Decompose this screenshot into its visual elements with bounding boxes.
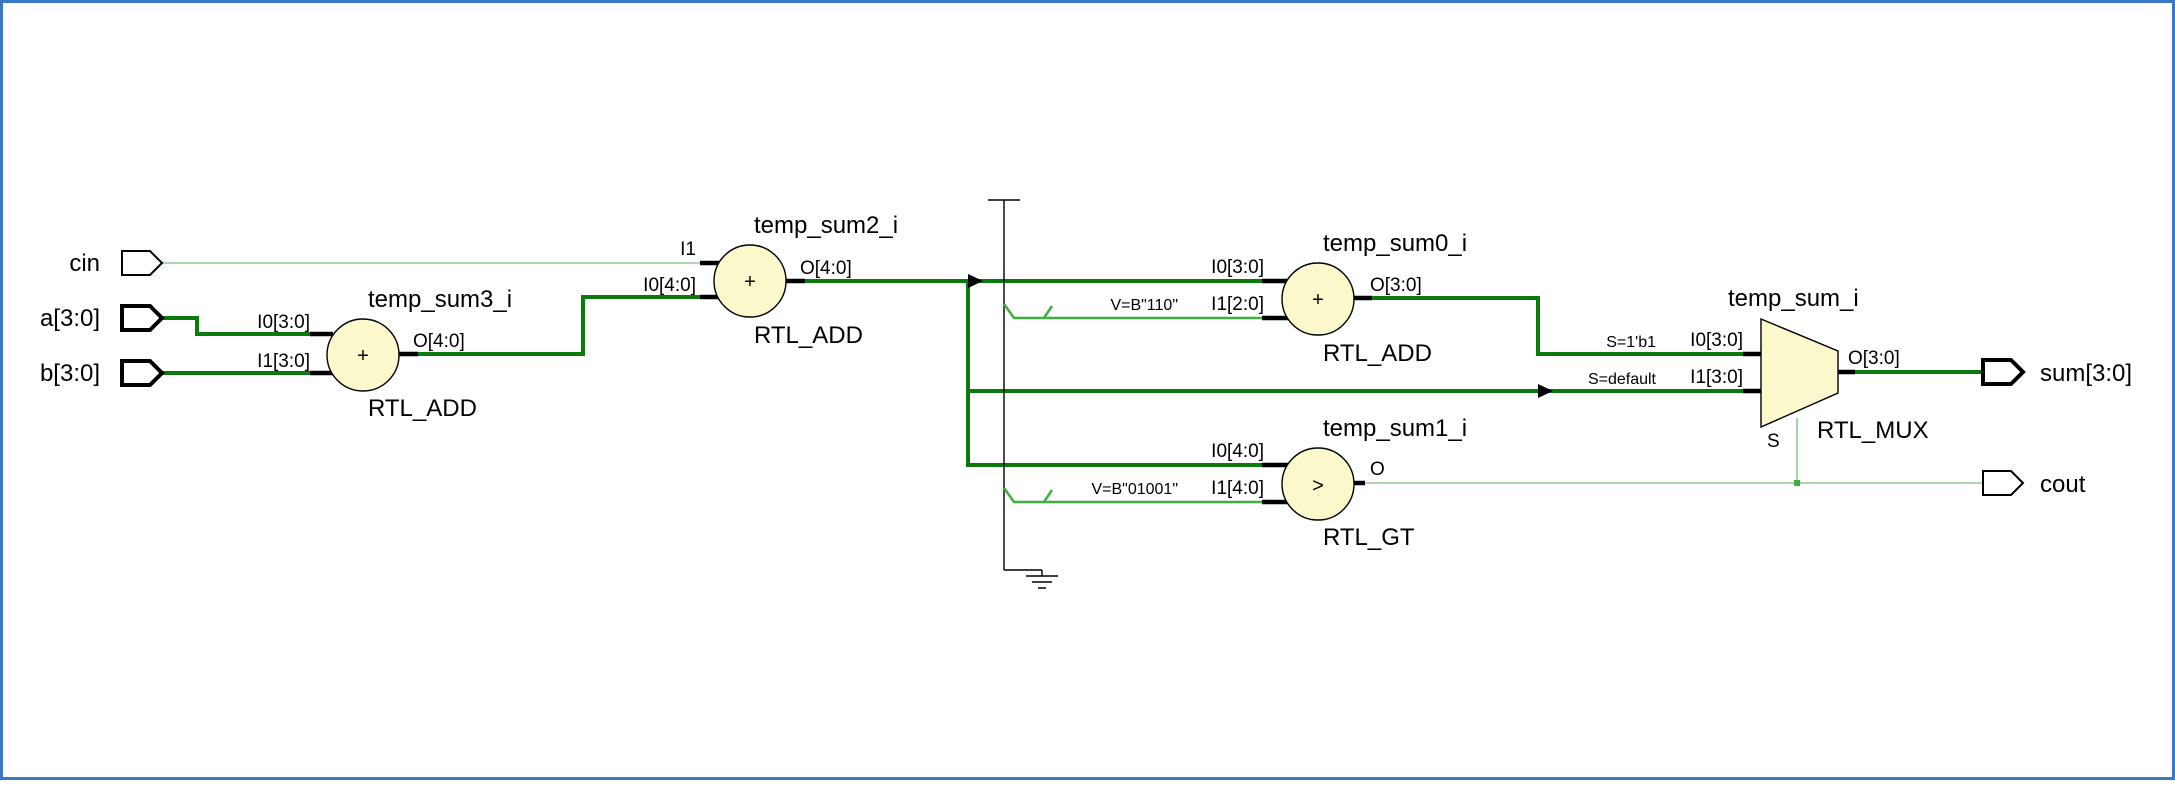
svg-text:O[3:0]: O[3:0] — [1370, 275, 1422, 296]
svg-text:+: + — [1312, 289, 1324, 311]
svg-text:+: + — [744, 271, 756, 293]
svg-text:I1[4:0]: I1[4:0] — [1211, 478, 1264, 499]
port-sum[interactable]: sum[3:0] — [1981, 358, 2132, 387]
cell-temp_sum-mux[interactable]: I0[3:0] I1[3:0] O[3:0] S temp_sum_i RTL_… — [1690, 285, 1928, 452]
svg-text:temp_sum1_i: temp_sum1_i — [1323, 415, 1467, 442]
svg-text:I1[3:0]: I1[3:0] — [1690, 367, 1743, 388]
port-b[interactable]: b[3:0] — [40, 359, 165, 387]
bus-tick-1 — [1042, 305, 1054, 319]
const-label-110: V=B"110" — [1110, 297, 1178, 314]
svg-text:sum[3:0]: sum[3:0] — [2040, 360, 2132, 387]
svg-text:RTL_GT: RTL_GT — [1323, 524, 1415, 551]
select-label-1: S=1'b1 — [1606, 334, 1656, 351]
vcc-symbol — [988, 199, 1020, 570]
svg-text:temp_sum3_i: temp_sum3_i — [368, 286, 512, 313]
port-cin[interactable]: cin — [69, 250, 164, 277]
svg-text:I0[4:0]: I0[4:0] — [643, 275, 696, 296]
svg-text:I0[3:0]: I0[3:0] — [257, 312, 310, 333]
svg-text:I1[3:0]: I1[3:0] — [257, 351, 310, 372]
svg-text:O: O — [1370, 459, 1385, 480]
svg-text:RTL_ADD: RTL_ADD — [368, 395, 477, 422]
select-label-default: S=default — [1588, 371, 1657, 388]
svg-text:temp_sum_i: temp_sum_i — [1728, 285, 1859, 312]
svg-text:RTL_ADD: RTL_ADD — [754, 322, 863, 349]
cell-temp_sum2[interactable]: + I0[4:0] I1 O[4:0] temp_sum2_i RTL_ADD — [643, 212, 898, 349]
svg-text:S: S — [1767, 431, 1780, 452]
svg-text:b[3:0]: b[3:0] — [40, 360, 100, 387]
net-const-01001[interactable] — [1002, 487, 1278, 504]
cell-temp_sum0[interactable]: + I0[3:0] I1[2:0] O[3:0] temp_sum0_i RTL… — [1211, 230, 1467, 367]
svg-text:a[3:0]: a[3:0] — [40, 305, 100, 332]
svg-text:cin: cin — [69, 250, 100, 277]
ground-symbol — [1026, 570, 1058, 589]
svg-text:I0[3:0]: I0[3:0] — [1690, 330, 1743, 351]
net-temp_sum0[interactable] — [1358, 296, 1757, 356]
svg-text:I1: I1 — [680, 239, 696, 260]
svg-text:I0[4:0]: I0[4:0] — [1211, 441, 1264, 462]
svg-text:I1[2:0]: I1[2:0] — [1211, 294, 1264, 315]
bus-tick-2 — [1042, 489, 1054, 503]
bus-arrow-1 — [968, 274, 983, 288]
svg-text:>: > — [1312, 475, 1324, 497]
const-label-01001: V=B"01001" — [1091, 481, 1178, 498]
svg-text:RTL_ADD: RTL_ADD — [1323, 340, 1432, 367]
svg-text:O[4:0]: O[4:0] — [413, 331, 465, 352]
svg-text:O[3:0]: O[3:0] — [1848, 348, 1900, 369]
net-a[interactable] — [162, 316, 320, 336]
svg-text:I0[3:0]: I0[3:0] — [1211, 257, 1264, 278]
svg-text:O[4:0]: O[4:0] — [800, 258, 852, 279]
net-temp_sum3[interactable] — [403, 295, 712, 356]
net-temp_sum2-to-gt[interactable] — [966, 281, 1278, 467]
junction-dot — [1794, 480, 1800, 486]
port-a[interactable]: a[3:0] — [40, 304, 165, 332]
svg-text:RTL_MUX: RTL_MUX — [1817, 417, 1929, 444]
port-cout[interactable]: cout — [1982, 470, 2086, 498]
net-const-110[interactable] — [1002, 303, 1278, 320]
bus-arrow-2 — [1538, 384, 1553, 398]
cell-temp_sum3[interactable]: + I0[3:0] I1[3:0] O[4:0] temp_sum3_i RTL… — [257, 286, 512, 422]
svg-text:+: + — [357, 345, 369, 367]
svg-text:cout: cout — [2040, 471, 2086, 498]
svg-text:temp_sum2_i: temp_sum2_i — [754, 212, 898, 239]
svg-text:temp_sum0_i: temp_sum0_i — [1323, 230, 1467, 257]
cell-temp_sum1[interactable]: > I0[4:0] I1[4:0] O temp_sum1_i RTL_GT — [1211, 415, 1467, 551]
